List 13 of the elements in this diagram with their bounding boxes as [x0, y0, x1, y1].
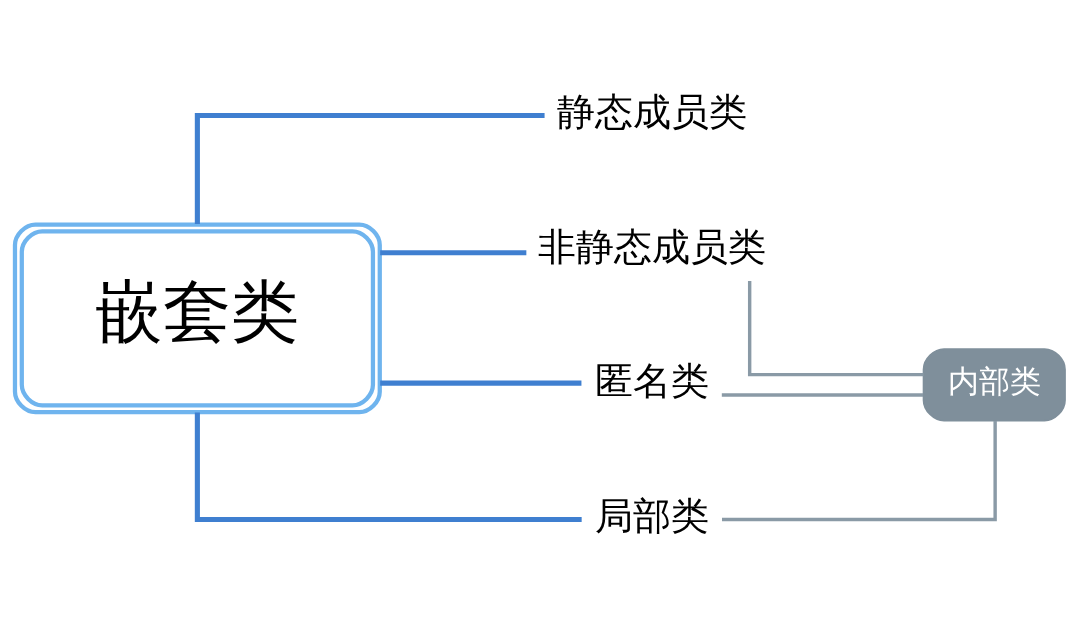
node-text: 匿名类: [594, 359, 709, 404]
node-box: 嵌套类: [12, 222, 382, 415]
connector: [380, 380, 582, 386]
connector: [194, 412, 582, 523]
connector: [747, 280, 924, 377]
connector: [722, 420, 997, 522]
node-text: 静态成员类: [556, 90, 747, 135]
connector: [721, 393, 924, 397]
node-text: 局部类: [594, 494, 709, 539]
connector: [194, 112, 545, 225]
node-box: 内部类: [922, 348, 1066, 422]
node-text: 非静态成员类: [537, 224, 766, 269]
connector: [380, 250, 527, 256]
